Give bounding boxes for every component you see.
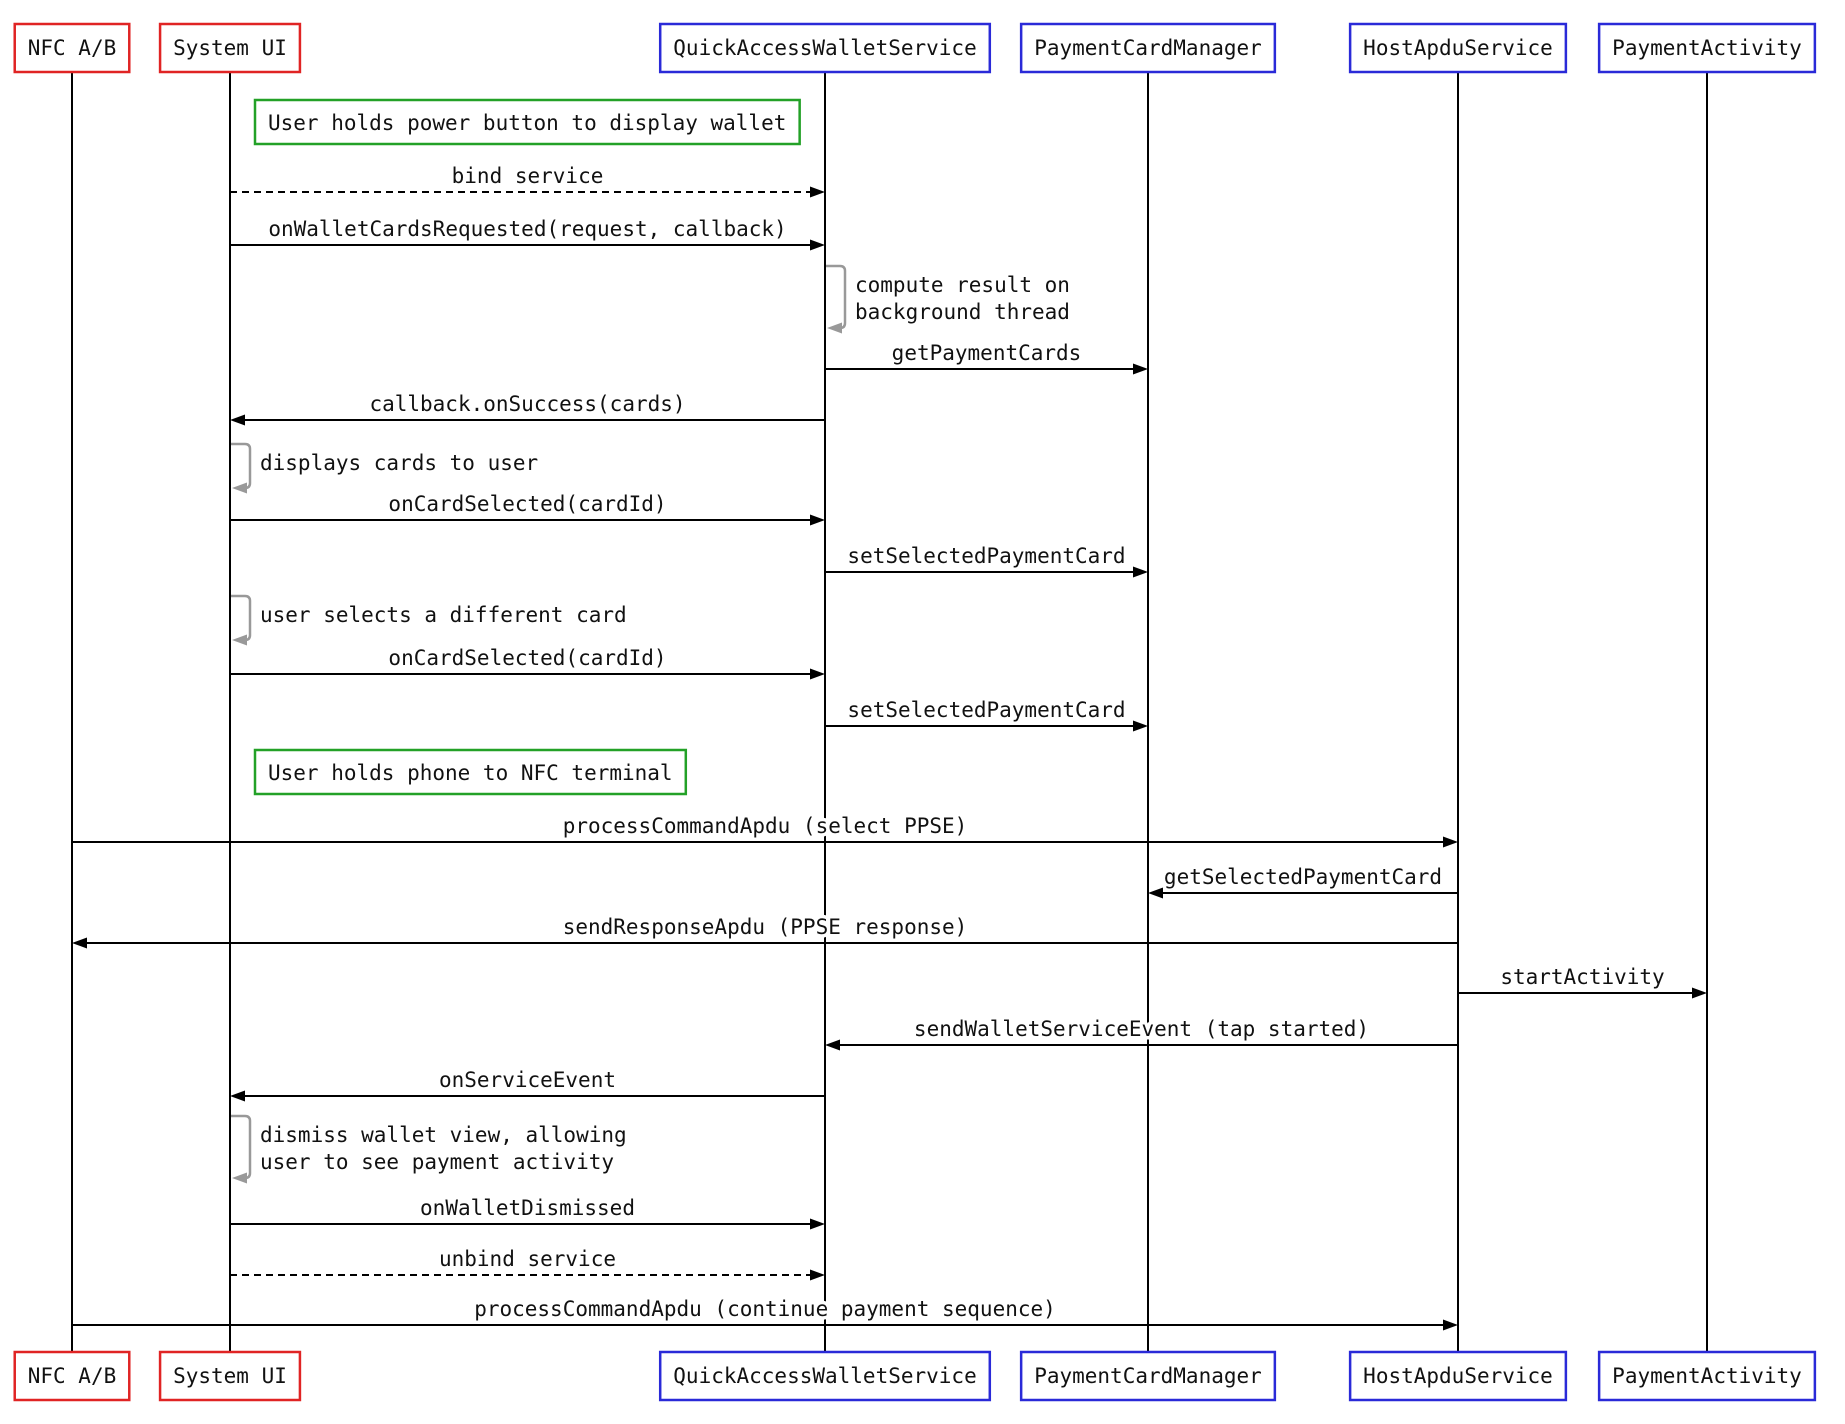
message-arrowhead — [810, 668, 825, 680]
message-label: onWalletCardsRequested(request, callback… — [268, 217, 786, 241]
self-call-bracket — [231, 1114, 252, 1180]
message-arrowhead — [810, 1218, 825, 1230]
self-call-arrowhead — [232, 482, 247, 494]
participant-nfc-bottom-label: NFC A/B — [28, 1364, 117, 1388]
participant-pa-top-label: PaymentActivity — [1612, 36, 1802, 60]
message-arrowhead — [1148, 887, 1163, 899]
message-label: processCommandApdu (continue payment seq… — [474, 1297, 1056, 1321]
message-label: processCommandApdu (select PPSE) — [563, 814, 968, 838]
participant-sysui-bottom-label: System UI — [173, 1364, 287, 1388]
self-call-label: background thread — [855, 300, 1070, 324]
self-call-arrowhead — [827, 322, 842, 334]
message-label: getSelectedPaymentCard — [1164, 865, 1442, 889]
message-label: unbind service — [439, 1247, 616, 1271]
self-call-bracket — [826, 264, 847, 330]
message-label: onCardSelected(cardId) — [388, 646, 666, 670]
participant-qaws-bottom-label: QuickAccessWalletService — [673, 1364, 976, 1388]
self-call-label: compute result on — [855, 273, 1070, 297]
self-call-label: user to see payment activity — [260, 1150, 614, 1174]
message-arrowhead — [1133, 566, 1148, 578]
message-label: startActivity — [1500, 965, 1664, 989]
self-call-label: displays cards to user — [260, 451, 538, 475]
message-label: setSelectedPaymentCard — [847, 698, 1125, 722]
participant-qaws-top — [658, 22, 992, 74]
message-arrowhead — [230, 414, 245, 426]
message-arrowhead — [1692, 987, 1707, 999]
participant-sysui-bottom — [158, 1350, 302, 1402]
participant-pcm-top — [1019, 22, 1277, 74]
participant-has-top — [1348, 22, 1568, 74]
message-label: onWalletDismissed — [420, 1196, 635, 1220]
participant-pa-top — [1597, 22, 1817, 74]
participant-qaws-bottom — [658, 1350, 992, 1402]
participant-sysui-top — [158, 22, 302, 74]
message-arrowhead — [1443, 836, 1458, 848]
participant-pa-bottom-label: PaymentActivity — [1612, 1364, 1802, 1388]
participant-nfc-bottom — [13, 1350, 131, 1402]
self-call-label: dismiss wallet view, allowing — [260, 1123, 627, 1147]
note-box — [253, 748, 688, 796]
message-arrowhead — [810, 239, 825, 251]
note-box — [253, 98, 801, 146]
participant-has-bottom — [1348, 1350, 1568, 1402]
participant-has-top-label: HostApduService — [1363, 36, 1553, 60]
message-label: setSelectedPaymentCard — [847, 544, 1125, 568]
participant-pcm-bottom-label: PaymentCardManager — [1034, 1364, 1262, 1388]
self-call-arrowhead — [232, 1172, 247, 1184]
message-arrowhead — [72, 937, 87, 949]
message-arrowhead — [230, 1090, 245, 1102]
message-label: onServiceEvent — [439, 1068, 616, 1092]
message-label: callback.onSuccess(cards) — [369, 392, 685, 416]
message-label: bind service — [452, 164, 604, 188]
participant-sysui-top-label: System UI — [173, 36, 287, 60]
message-label: getPaymentCards — [892, 341, 1082, 365]
message-label: sendWalletServiceEvent (tap started) — [914, 1017, 1369, 1041]
participant-pcm-bottom — [1019, 1350, 1277, 1402]
note-label: User holds power button to display walle… — [268, 111, 786, 135]
self-call-arrowhead — [232, 634, 247, 646]
participant-has-bottom-label: HostApduService — [1363, 1364, 1553, 1388]
message-arrowhead — [1443, 1319, 1458, 1331]
participant-pa-bottom — [1597, 1350, 1817, 1402]
participant-nfc-top-label: NFC A/B — [28, 36, 117, 60]
participant-nfc-top — [13, 22, 131, 74]
message-arrowhead — [1133, 720, 1148, 732]
message-label: sendResponseApdu (PPSE response) — [563, 915, 968, 939]
participant-pcm-top-label: PaymentCardManager — [1034, 36, 1262, 60]
message-arrowhead — [825, 1039, 840, 1051]
self-call-bracket — [231, 594, 252, 642]
note-label: User holds phone to NFC terminal — [268, 761, 673, 785]
message-label: onCardSelected(cardId) — [388, 492, 666, 516]
self-call-label: user selects a different card — [260, 603, 627, 627]
self-call-bracket — [231, 442, 252, 490]
message-arrowhead — [1133, 363, 1148, 375]
message-arrowhead — [810, 514, 825, 526]
participant-qaws-top-label: QuickAccessWalletService — [673, 36, 976, 60]
message-arrowhead — [810, 186, 825, 198]
message-arrowhead — [810, 1269, 825, 1281]
